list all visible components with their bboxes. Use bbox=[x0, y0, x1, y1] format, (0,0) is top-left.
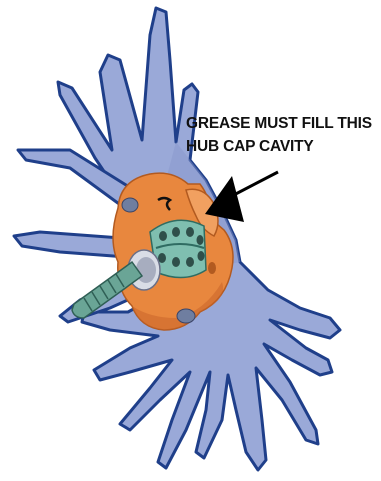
callout-line-1: GREASE MUST FILL THIS bbox=[186, 112, 378, 135]
bolt-bottom bbox=[177, 309, 195, 323]
bolt-top bbox=[122, 198, 138, 212]
bolt-right bbox=[208, 262, 216, 274]
seal-ring-inner bbox=[136, 257, 156, 283]
callout-label: GREASE MUST FILL THIS HUB CAP CAVITY bbox=[186, 112, 378, 158]
callout-line-2: HUB CAP CAVITY bbox=[186, 135, 378, 158]
